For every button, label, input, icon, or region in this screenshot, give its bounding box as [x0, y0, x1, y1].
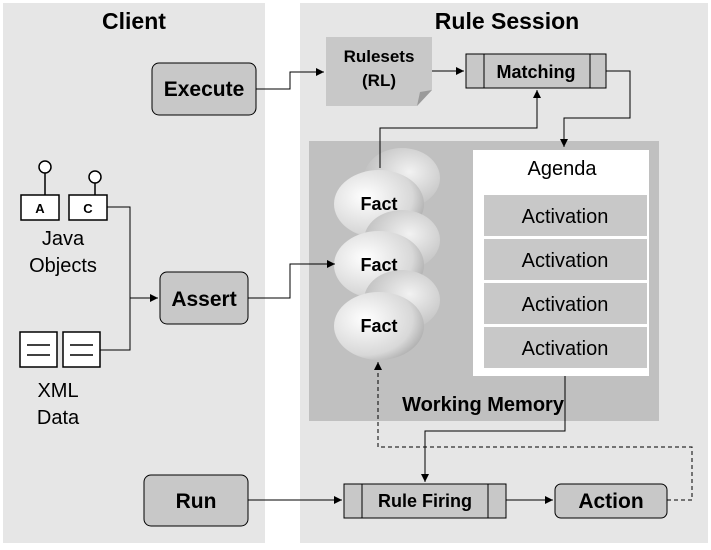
xml-document-icon[interactable] [19, 331, 58, 368]
action-box[interactable] [554, 483, 668, 519]
xml-data-label-line2: Data [37, 407, 80, 429]
fact-label: Fact [360, 316, 397, 336]
activation-label: Activation [522, 294, 609, 316]
assert-to-facts-arrow [248, 260, 335, 299]
activation-label: Activation [522, 250, 609, 272]
rule-firing-label: Rule Firing [378, 491, 472, 511]
activation-item[interactable] [484, 283, 647, 324]
agenda-to-rule-firing-arrow [421, 376, 566, 482]
rulesets-document[interactable] [326, 37, 432, 106]
fact-label: Fact [360, 255, 397, 275]
activation-item[interactable] [484, 327, 647, 368]
java-object-c-label: C [83, 201, 93, 216]
rulesets-label-line2: (RL) [362, 71, 396, 90]
rule-firing-process[interactable] [343, 483, 507, 519]
run-label: Run [176, 490, 217, 513]
matching-process[interactable] [465, 53, 607, 89]
interface-lollipop-icon [88, 170, 102, 184]
interface-lollipop-icon [38, 160, 52, 174]
fact-label: Fact [360, 194, 397, 214]
xml-document-icon[interactable] [62, 331, 101, 368]
matching-to-agenda-arrow [560, 70, 631, 147]
working-memory-label: Working Memory [402, 394, 565, 416]
xml-data: XML Data [19, 331, 101, 429]
java-objects: A C Java Objects [20, 160, 108, 277]
rule-session-title: Rule Session [435, 8, 579, 34]
action-label: Action [578, 490, 643, 513]
activation-label: Activation [522, 338, 609, 360]
rulesets-label-line1: Rulesets [344, 47, 415, 66]
agenda-title: Agenda [528, 158, 598, 180]
connectors [100, 67, 693, 504]
client-title: Client [102, 8, 166, 34]
java-objects-label-line1: Java [42, 228, 85, 250]
execute-label: Execute [164, 78, 245, 101]
java-object-a[interactable] [20, 194, 60, 221]
activation-item[interactable] [484, 195, 647, 236]
activation-list: Activation Activation Activation Activat… [484, 195, 647, 368]
java-object-c[interactable] [68, 194, 108, 221]
java-objects-label-line2: Objects [29, 255, 97, 277]
sources-bracket [100, 206, 131, 351]
activation-label: Activation [522, 206, 609, 228]
facts-to-matching-arrow [379, 90, 541, 168]
execute-to-rulesets-arrow [256, 68, 324, 90]
activation-item[interactable] [484, 239, 647, 280]
java-object-a-label: A [35, 201, 45, 216]
xml-data-label-line1: XML [37, 380, 78, 402]
fact-item[interactable] [334, 292, 424, 360]
assert-label: Assert [171, 288, 236, 311]
action-to-facts-feedback-arrow [374, 362, 693, 501]
fact-stack: Fact Fact Fact [334, 148, 440, 360]
matching-label: Matching [497, 62, 576, 82]
